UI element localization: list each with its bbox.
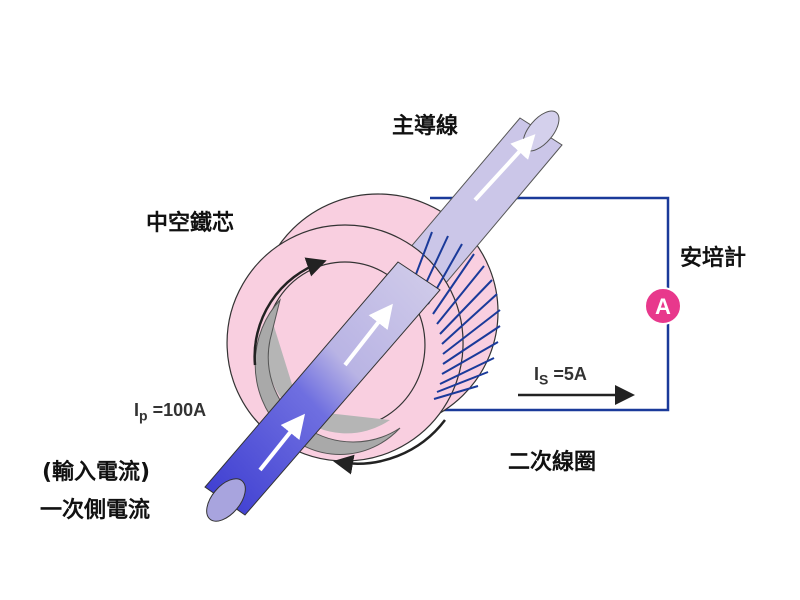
ammeter-icon: A <box>644 287 682 325</box>
flux-arrow-upper <box>253 257 327 366</box>
label-secondary-coil: 二次線圈 <box>508 450 597 475</box>
primary-current-value: Ip =100A <box>134 400 207 424</box>
secondary-coil-windings <box>409 231 501 400</box>
svg-text:A: A <box>655 294 671 319</box>
label-hollow-core: 中空鐵芯 <box>146 211 235 236</box>
flux-arrow-lower <box>333 419 446 475</box>
secondary-current-value: IS =5A <box>534 364 587 388</box>
label-input-current: (輸入電流) <box>42 460 151 485</box>
label-ammeter: 安培計 <box>680 246 747 271</box>
label-main-conductor: 主導線 <box>392 114 459 139</box>
label-primary-current: 一次側電流 <box>40 498 151 523</box>
main-conductor-lower <box>204 261 441 522</box>
